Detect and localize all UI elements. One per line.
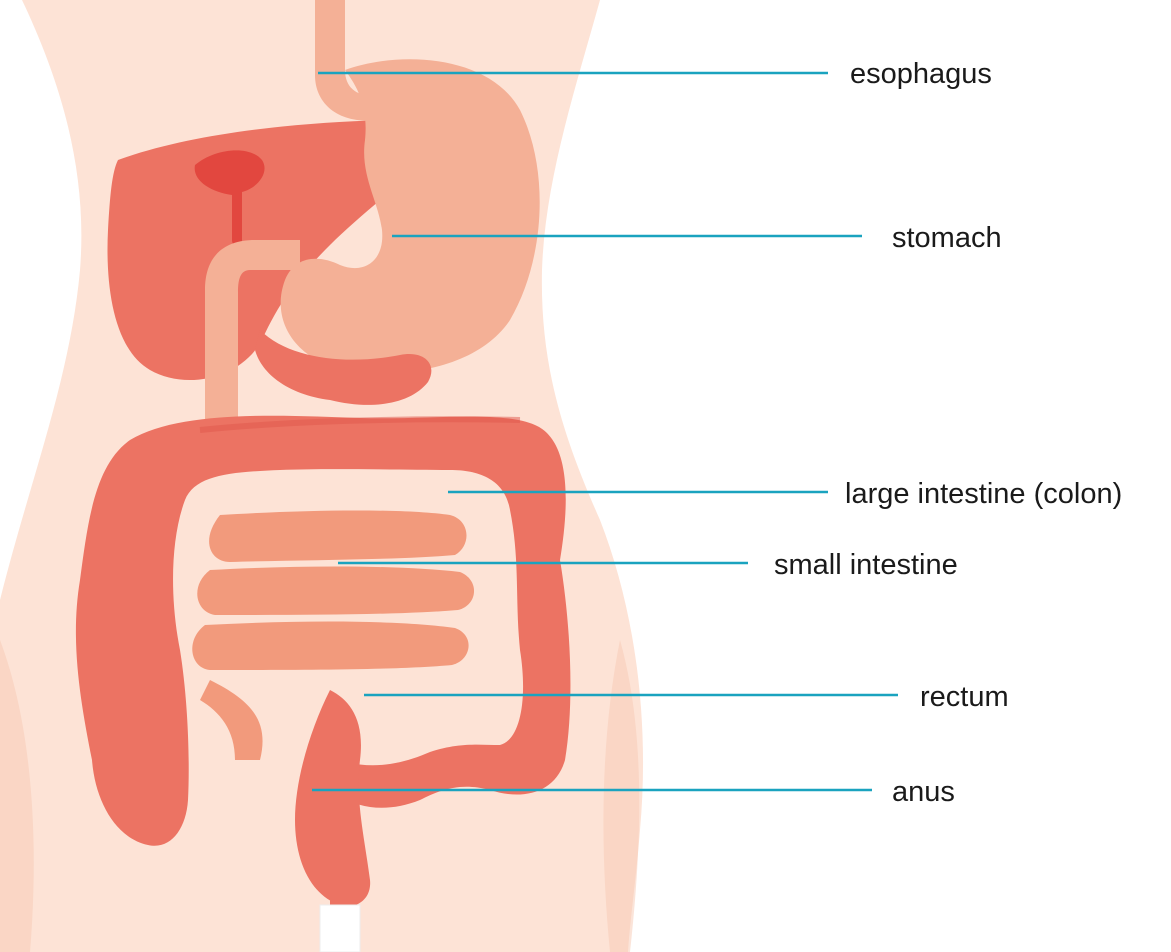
label-rectum: rectum xyxy=(920,681,1009,713)
label-stomach: stomach xyxy=(892,222,1002,254)
label-small-intestine: small intestine xyxy=(774,549,958,581)
label-esophagus: esophagus xyxy=(850,58,992,90)
label-anus: anus xyxy=(892,776,955,808)
label-large-intestine: large intestine (colon) xyxy=(845,478,1122,510)
